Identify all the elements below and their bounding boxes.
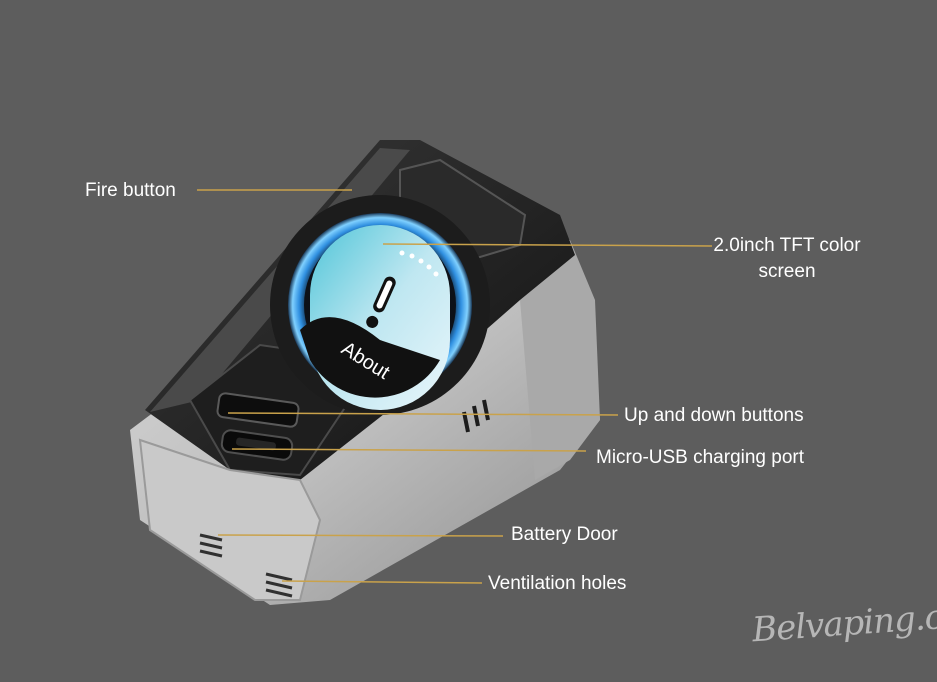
leader-updown xyxy=(227,412,619,416)
silver-side xyxy=(520,230,600,480)
leader-usb xyxy=(231,448,587,452)
ventilation-holes xyxy=(199,533,293,598)
label-tft-screen: 2.0inch TFT color screen xyxy=(713,235,861,282)
label-usb-port: Micro-USB charging port xyxy=(596,447,805,468)
leader-screen xyxy=(382,243,713,247)
exclamation-icon xyxy=(366,276,396,328)
leader-vent xyxy=(281,580,483,584)
up-down-button xyxy=(216,392,300,428)
label-up-down-buttons: Up and down buttons xyxy=(624,405,804,426)
label-fire-button: Fire button xyxy=(85,180,176,201)
label-battery-door: Battery Door xyxy=(511,524,618,545)
battery-door xyxy=(138,438,322,601)
side-slots xyxy=(462,399,490,433)
screen-dots xyxy=(399,250,439,277)
leader-battery xyxy=(217,534,504,537)
label-ventilation-holes: Ventilation holes xyxy=(488,573,627,594)
